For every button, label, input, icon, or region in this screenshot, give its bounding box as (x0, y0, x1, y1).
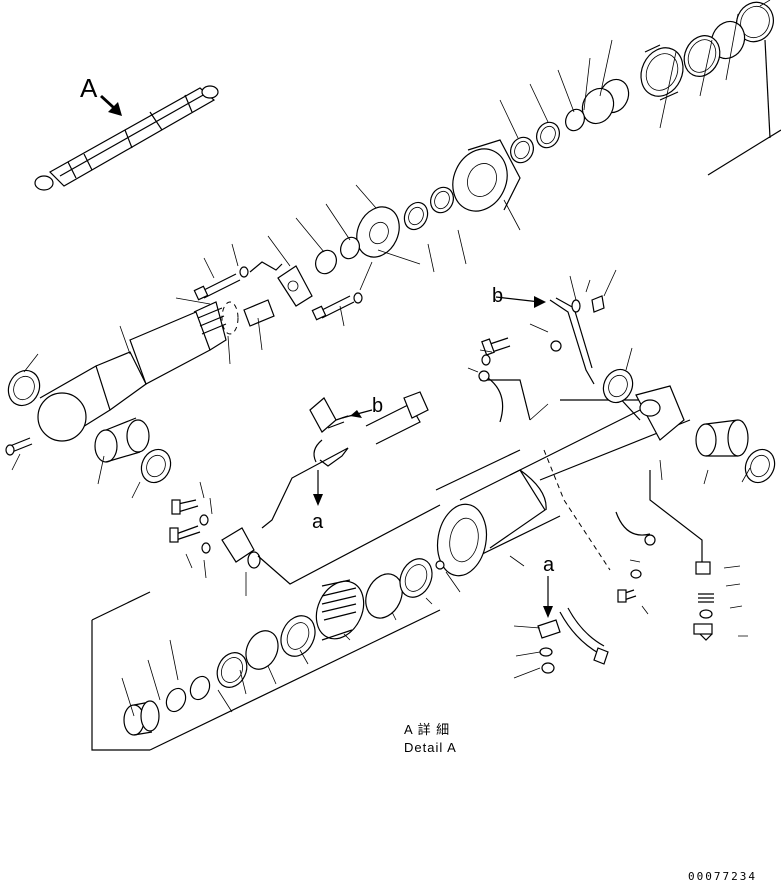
callout-a-lower: a (312, 511, 324, 533)
overview-cylinder (34, 85, 219, 191)
piping-and-brackets: b a (169, 391, 441, 585)
lower-assembly (91, 558, 445, 751)
view-direction-arrow-icon (100, 95, 122, 116)
leader-lines (11, 0, 771, 717)
drawing-code: 00077234 (688, 870, 757, 883)
detail-caption-jp: A 詳 細 (404, 722, 450, 737)
detail-caption-en: Detail A (404, 740, 457, 755)
callout-a-upper: a (543, 554, 555, 576)
view-marker-a: A (80, 73, 98, 103)
callout-b-lower: b (372, 395, 383, 417)
cylinder-tube: b a (435, 285, 776, 674)
callout-b-upper: b (492, 285, 503, 307)
upper-assembly (5, 1, 781, 484)
